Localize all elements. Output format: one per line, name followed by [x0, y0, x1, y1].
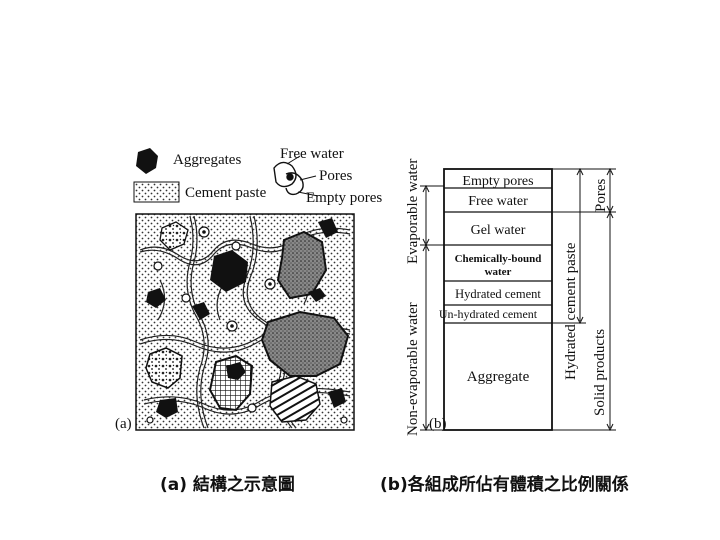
- layer-gel-water-label: Gel water: [471, 223, 526, 238]
- pores-dimension-label: Pores: [593, 179, 609, 212]
- cement-paste-swatch-icon: [134, 182, 179, 202]
- legend-aggregates-label: Aggregates: [173, 152, 241, 168]
- panel-b-tag: (b): [429, 416, 447, 432]
- panel-a-microstructure: [136, 214, 354, 430]
- volume-column: Empty pores Free water Gel water Chemica…: [439, 169, 552, 430]
- legend-cement-paste-label: Cement paste: [185, 185, 267, 201]
- layer-free-water-label: Free water: [468, 194, 528, 209]
- layer-empty-pores-label: Empty pores: [462, 174, 533, 189]
- hydrated-cement-paste-label: Hydrated cement paste: [563, 242, 579, 380]
- legend-free-water-label: Free water: [280, 146, 344, 162]
- panel-a-tag: (a): [115, 416, 132, 432]
- caption-a: (a) 結構之示意圖: [160, 470, 295, 495]
- evaporable-water-label: Evaporable water: [405, 159, 421, 264]
- layer-hydrated-cement-label: Hydrated cement: [455, 287, 541, 301]
- legend-pores-label: Pores: [319, 168, 352, 184]
- caption-b: (b)各組成所佔有體積之比例關係: [380, 470, 629, 495]
- non-evaporable-water-label: Non-evaporable water: [405, 302, 421, 436]
- solid-products-label: Solid products: [592, 329, 608, 416]
- legend-empty-pores-label: Empty pores: [306, 190, 382, 206]
- pore-symbol-icon: [274, 162, 303, 194]
- legend: Aggregates Cement paste Free water Pores…: [134, 146, 382, 206]
- layer-unhydrated-cement-label: Un-hydrated cement: [439, 307, 538, 321]
- layer-aggregate-label: Aggregate: [467, 369, 530, 385]
- aggregate-swatch-icon: [136, 148, 158, 174]
